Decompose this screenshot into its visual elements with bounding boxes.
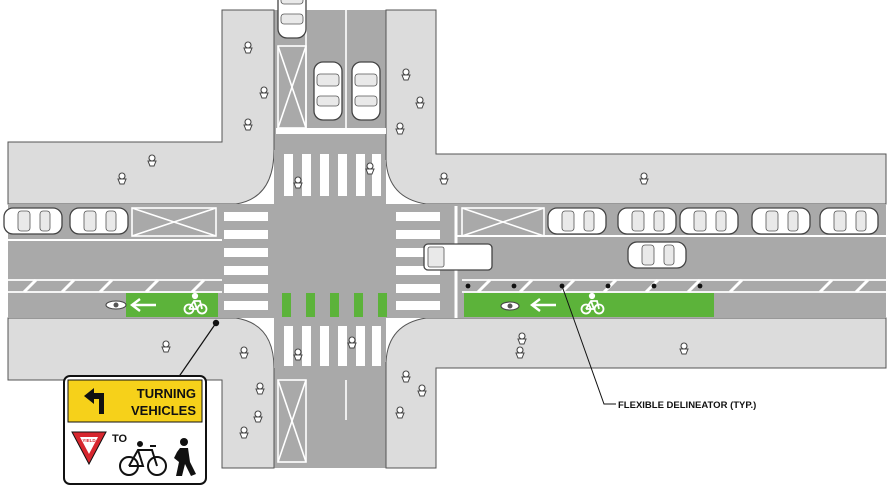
buffer-west xyxy=(8,278,222,294)
moving-car-east xyxy=(627,241,687,269)
sidewalk-se xyxy=(385,317,887,469)
crosswalk-north xyxy=(284,154,381,196)
flexible-delineators xyxy=(465,283,703,289)
sign-line1: TURNING xyxy=(137,386,196,401)
sidewalk-ne xyxy=(385,9,887,205)
bike-lane-arrow-east xyxy=(530,298,556,312)
sidewalk-nw xyxy=(8,10,222,140)
buffer-east xyxy=(462,278,886,294)
left-turn-arrow-icon xyxy=(84,388,104,414)
yield-text: YIELD xyxy=(82,438,96,443)
sign-to-text: TO xyxy=(112,433,128,445)
bike-lane-arrow-west xyxy=(130,298,156,312)
hatch-box-south xyxy=(277,379,307,463)
sidewalk-sw xyxy=(7,317,275,469)
delineator-leader-line xyxy=(561,285,616,405)
cyclist-west xyxy=(105,300,127,310)
cyclist-east xyxy=(500,301,520,311)
turning-vehicles-yield-sign: TURNING VEHICLES YIELD TO xyxy=(63,375,207,485)
turning-truck xyxy=(423,243,493,271)
crosswalk-south xyxy=(284,326,381,366)
yield-triangle-icon: YIELD xyxy=(71,431,107,466)
pedestrian-icon xyxy=(174,438,196,476)
hatch-box-west xyxy=(131,207,217,237)
crosswalk-west xyxy=(224,212,268,310)
crosswalk-east xyxy=(396,212,440,310)
bike-crossing-markings xyxy=(282,293,387,317)
bicycle-icon xyxy=(119,441,167,476)
delineator-callout-label: FLEXIBLE DELINEATOR (TYP.) xyxy=(618,400,756,411)
sign-anchor-dot xyxy=(212,319,220,327)
sidewalk-area xyxy=(7,9,275,205)
sign-line2: VEHICLES xyxy=(131,403,196,418)
parked-cars-east xyxy=(547,207,879,235)
sign-leader-line xyxy=(177,322,217,379)
hatch-box-east xyxy=(461,207,545,237)
